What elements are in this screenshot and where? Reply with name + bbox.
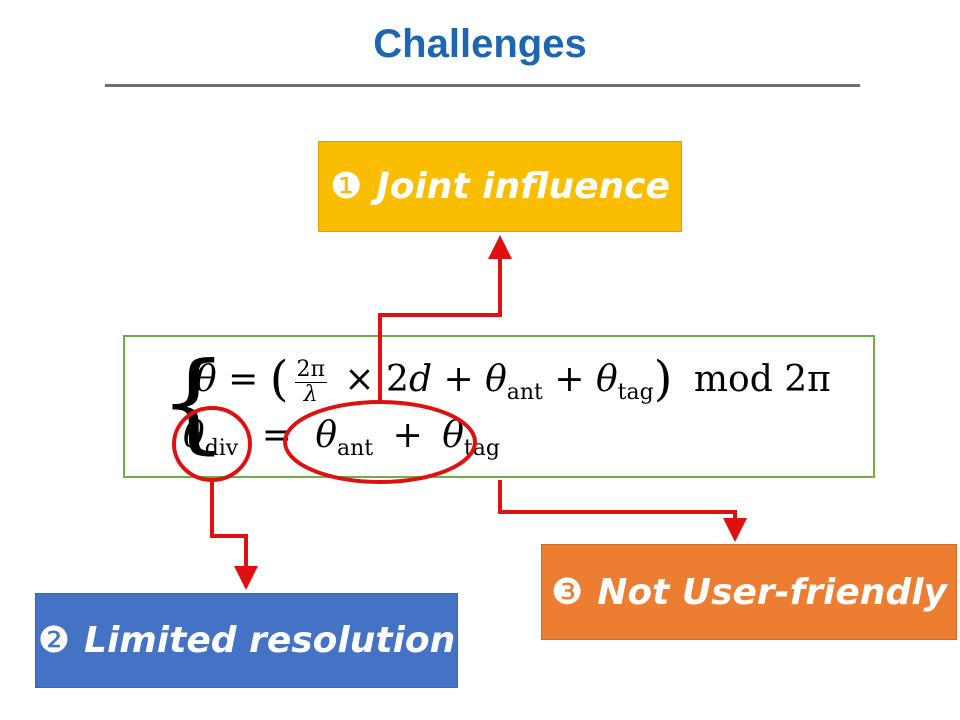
number-three-icon: ❸ xyxy=(550,571,584,613)
eq1-plus-2: + xyxy=(554,359,585,400)
eq1-mod: mod xyxy=(693,359,773,400)
eq2-sub-div: div xyxy=(204,436,239,461)
eq1-theta-ant: θ xyxy=(485,359,507,400)
number-two-icon: ❷ xyxy=(37,620,70,661)
eq1-frac-den: λ xyxy=(303,381,318,407)
not-user-friendly-box: ❸ Not User-friendly xyxy=(541,544,957,640)
title-divider xyxy=(105,84,860,87)
eq1-rparen: ) xyxy=(653,351,673,407)
eq1-sub-ant: ant xyxy=(506,380,543,405)
joint-influence-box: ❶ Joint influence xyxy=(318,141,682,232)
eq1-lparen: ( xyxy=(269,351,289,407)
eq2-theta-ant: θ xyxy=(315,415,338,456)
eq2-plus: + xyxy=(392,415,423,456)
eq1-frac-num: 2π xyxy=(294,356,327,383)
eq2-theta-div: θ xyxy=(183,415,205,456)
not-user-friendly-label: Not User-friendly xyxy=(597,571,948,613)
eq1-two-pi: 2π xyxy=(784,359,831,400)
eq2-sub-ant: ant xyxy=(337,436,374,461)
eq1-theta: θ xyxy=(195,359,217,400)
limited-resolution-box: ❷ Limited resolution xyxy=(35,593,458,688)
equation-line-2: θdiv = θant + θtag xyxy=(183,415,500,461)
left-brace: { xyxy=(159,340,228,465)
eq1-d: d xyxy=(408,359,432,400)
arrow-to-not-user-friendly xyxy=(498,480,747,542)
joint-influence-label: Joint influence xyxy=(376,166,670,207)
eq1-times: × xyxy=(344,359,375,400)
eq1-equals: = xyxy=(228,359,259,400)
number-one-icon: ❶ xyxy=(330,166,363,207)
eq2-theta-tag: θ xyxy=(442,415,464,456)
theta-sum-highlight-ellipse xyxy=(283,400,477,484)
eq1-two: 2 xyxy=(386,359,409,400)
arrow-to-joint-influence xyxy=(378,235,512,402)
theta-div-highlight-ellipse xyxy=(172,406,252,482)
eq1-theta-tag: θ xyxy=(595,359,618,400)
eq1-sub-tag: tag xyxy=(617,380,654,405)
arrow-to-limited-resolution xyxy=(210,480,258,590)
eq1-plus-1: + xyxy=(443,359,474,400)
limited-resolution-label: Limited resolution xyxy=(84,620,456,661)
page-title: Challenges xyxy=(373,22,587,66)
